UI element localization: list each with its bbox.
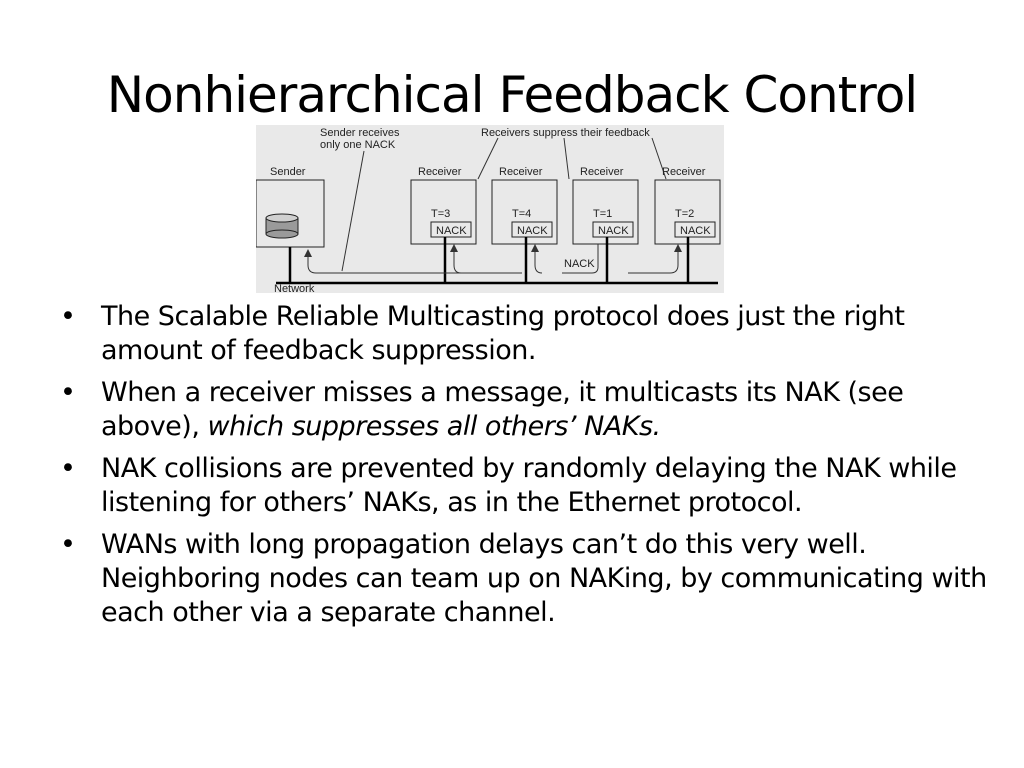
bullet-item: • WANs with long propagation delays can’…: [60, 528, 1000, 630]
receiver-label: Receiver: [499, 166, 543, 178]
bullet-marker: •: [60, 453, 76, 484]
receiver-label: Receiver: [418, 166, 462, 178]
bullet-text: When a receiver misses a message, it mul…: [101, 377, 904, 442]
nack-label: NACK: [680, 225, 711, 237]
bullet-text: NAK collisions are prevented by randomly…: [101, 453, 957, 518]
nack-branch-r1: [453, 249, 462, 274]
srm-feedback-diagram: Sender receives only one NACK Receivers …: [256, 125, 724, 293]
receiver-timer: T=1: [593, 208, 612, 220]
receiver-timer: T=2: [675, 208, 694, 220]
nack-path-right: [628, 249, 679, 274]
bullet-text: The Scalable Reliable Multicasting proto…: [101, 301, 905, 366]
diagram-svg: Sender receives only one NACK Receivers …: [256, 127, 721, 293]
network-label: Network: [274, 283, 315, 293]
bullet-item: • When a receiver misses a message, it m…: [60, 376, 1000, 444]
nack-label: NACK: [598, 225, 629, 237]
nack-label: NACK: [517, 225, 548, 237]
nack-bus-label: NACK: [564, 258, 595, 270]
nack-box: [674, 221, 716, 238]
sender-receives-label-2: only one NACK: [320, 139, 396, 151]
arrowhead-icon: [531, 244, 539, 252]
bullet-marker: •: [60, 377, 76, 408]
nack-label: NACK: [436, 225, 467, 237]
receivers-suppress-label: Receivers suppress their feedback: [481, 127, 650, 139]
bullet-marker: •: [60, 529, 76, 560]
bullet-item: • The Scalable Reliable Multicasting pro…: [60, 300, 1000, 368]
receiver-timer: T=3: [431, 208, 450, 220]
bullet-marker: •: [60, 301, 76, 332]
sender-receives-label-1: Sender receives: [320, 127, 400, 139]
sender-pointer-line: [341, 150, 365, 272]
arrowhead-icon: [674, 244, 682, 252]
disk-icon: [265, 213, 299, 239]
nack-path-center: [562, 244, 599, 274]
receiver-timer: T=4: [512, 208, 531, 220]
bullet-text: WANs with long propagation delays can’t …: [101, 529, 987, 628]
suppress-pointer-line-1: [477, 137, 499, 180]
nack-branch-r2: [534, 249, 543, 274]
bullet-item: • NAK collisions are prevented by random…: [60, 452, 1000, 520]
arrowhead-icon: [304, 249, 312, 257]
nack-box: [592, 221, 634, 238]
bullet-text-italic: which suppresses all others’ NAKs.: [207, 411, 662, 442]
nack-box: [430, 221, 472, 238]
suppress-pointer-line-2: [563, 137, 570, 180]
slide-title: Nonhierarchical Feedback Control: [106, 66, 918, 124]
receiver-label: Receiver: [662, 166, 706, 178]
bullet-list: • The Scalable Reliable Multicasting pro…: [60, 300, 1000, 638]
receiver-label: Receiver: [580, 166, 624, 178]
suppress-pointer-line-3: [651, 137, 667, 180]
nack-path-left: [307, 255, 522, 274]
arrowhead-icon: [450, 244, 458, 252]
nack-box: [511, 221, 553, 238]
sender-label: Sender: [270, 166, 306, 178]
